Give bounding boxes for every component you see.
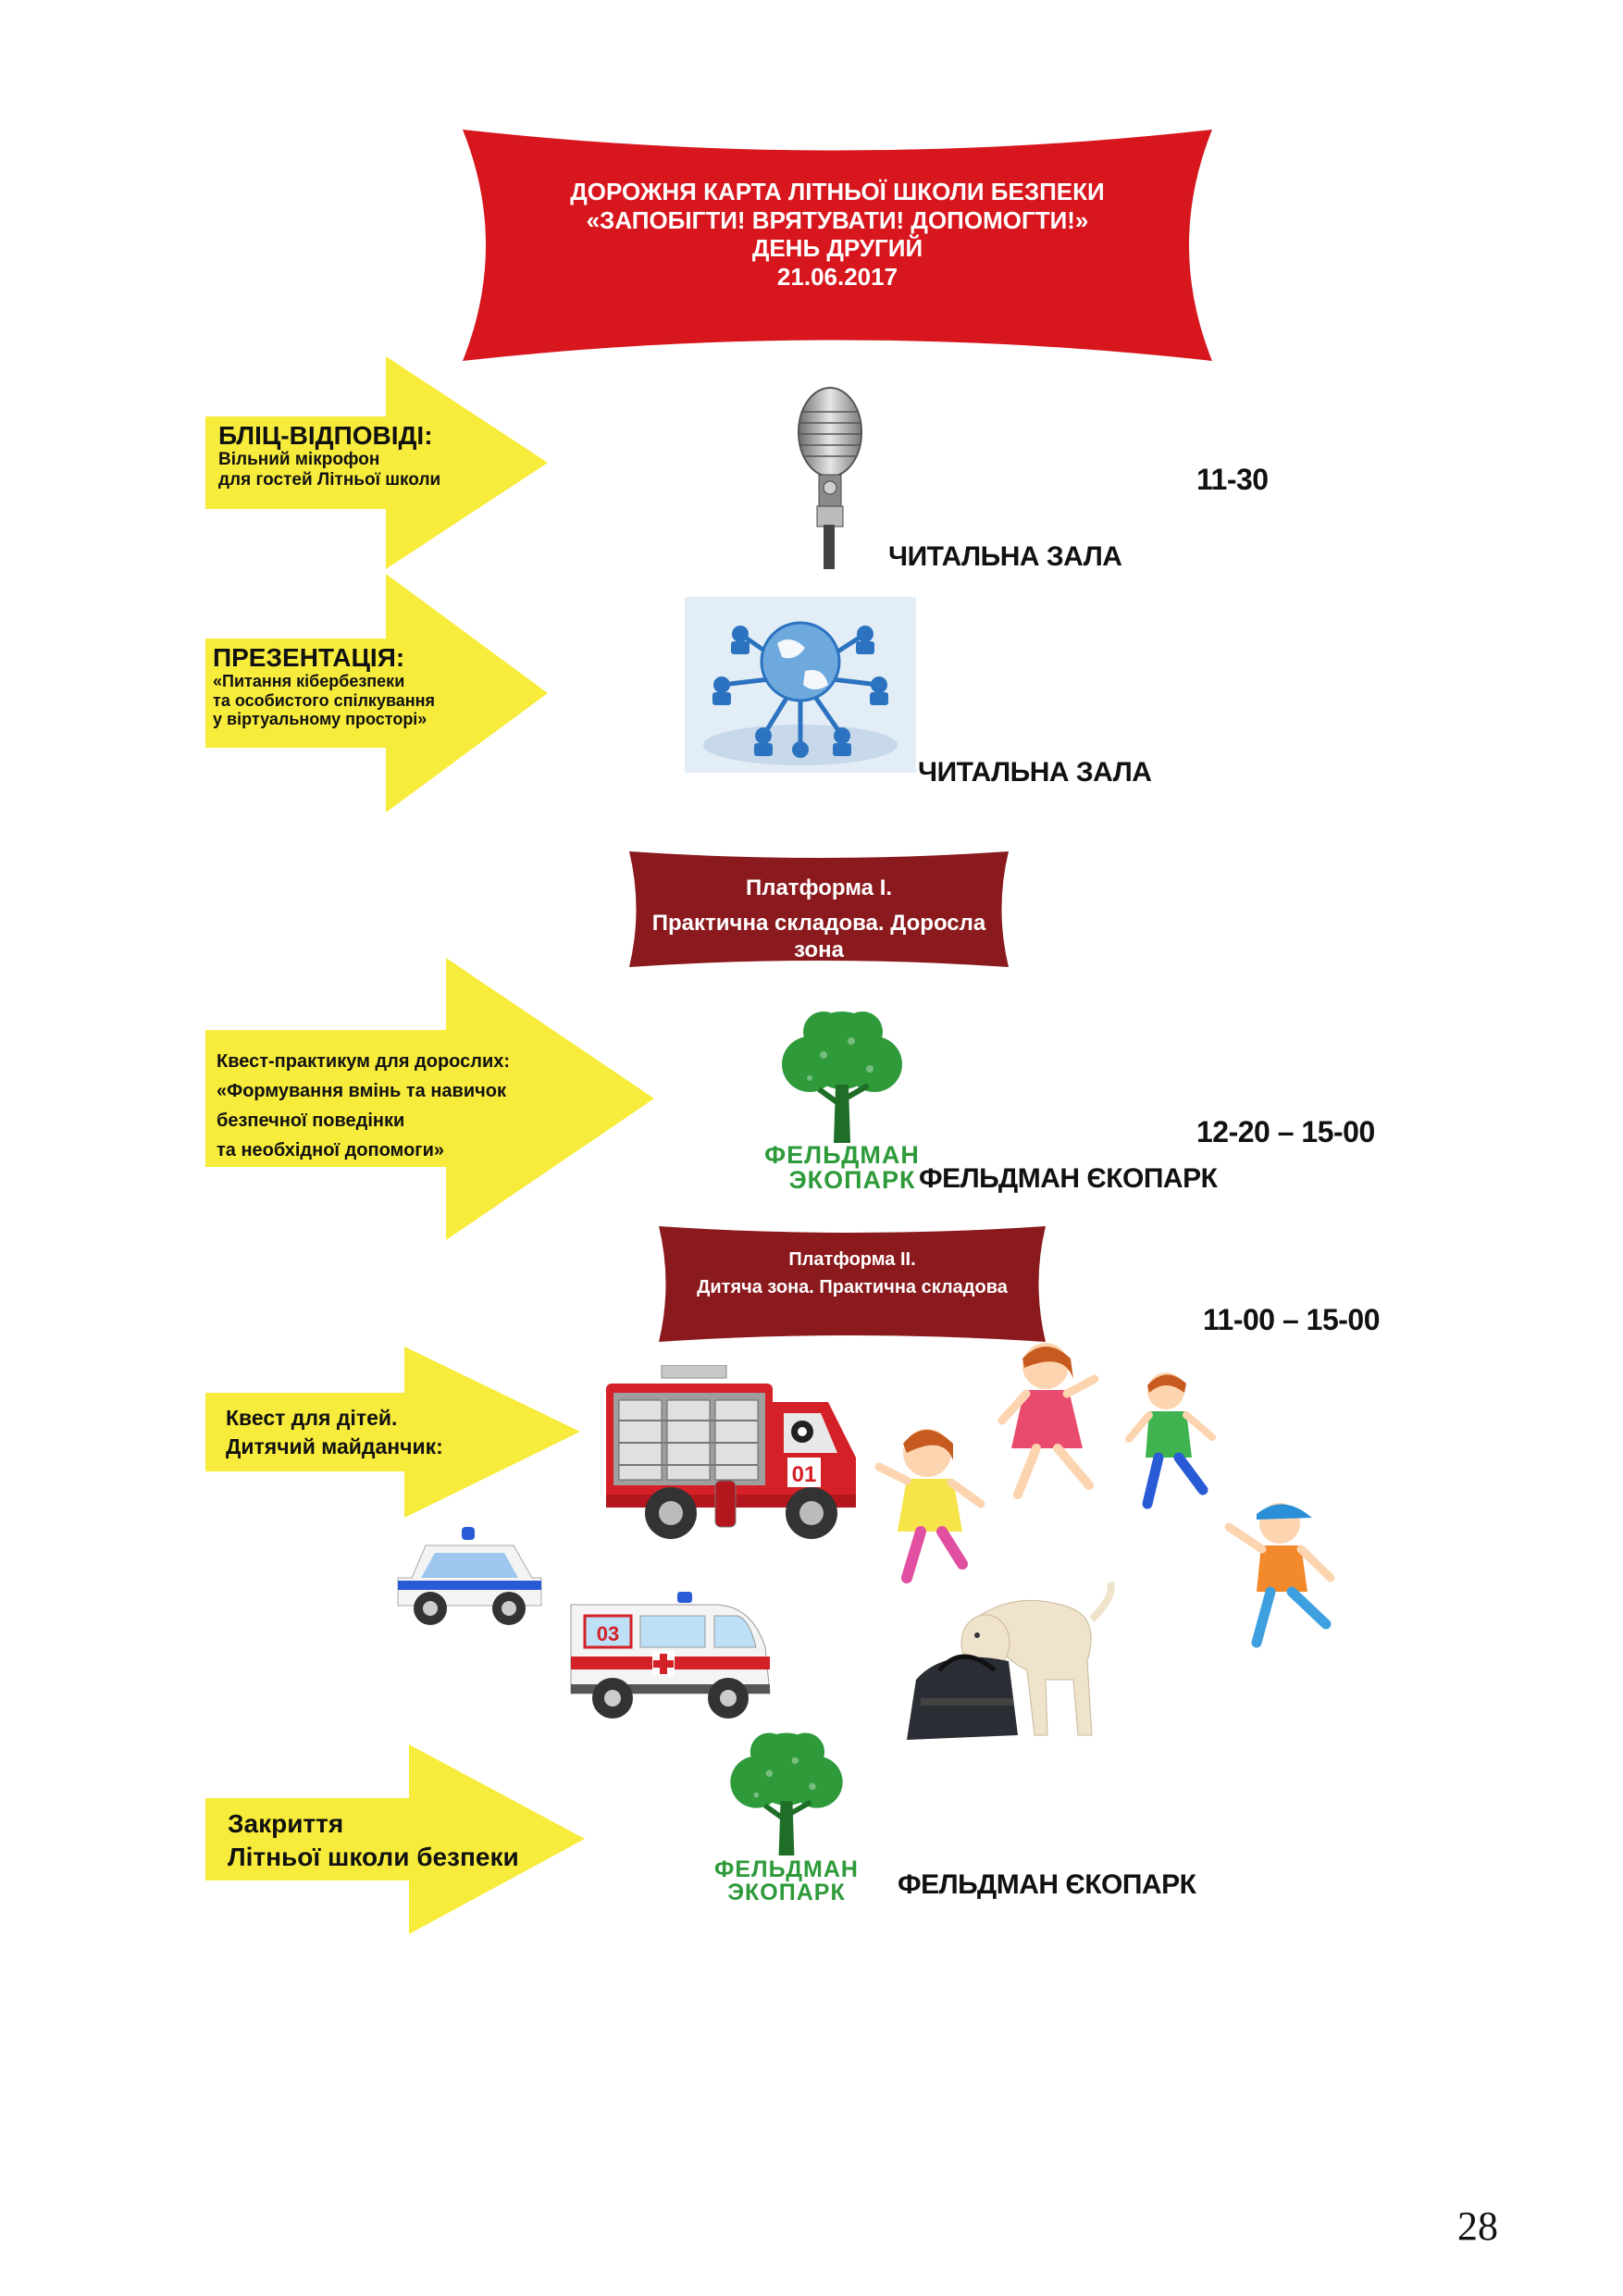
blitz-venue: ЧИТАЛЬНА ЗАЛА [888,541,1122,572]
platform1-line1: Платформа І. [745,875,893,900]
ambulance-icon: 03 [566,1592,774,1731]
sniffer-dog-icon [888,1578,1129,1754]
ambulance-number: 03 [597,1622,619,1645]
quest-adults-line4: та необхідної допомоги» [217,1140,445,1160]
quest-kids-line2: Дитячий майданчик: [226,1434,443,1459]
banner-date: 21.06.2017 [776,263,898,292]
running-boy-green-icon [1120,1365,1221,1513]
quest-adults-arrow: Квест-практикум для дорослих: «Формуванн… [205,958,654,1240]
quest-kids-arrow: Квест для дітей. Дитячий майданчик: [205,1347,580,1518]
yellow-arrow-shape [205,356,548,569]
ecopark-logo-line2: ЭКОПАРК [788,1166,916,1194]
ecopark-logo-2-line2: ЭКОПАРК [727,1880,846,1905]
yellow-arrow-shape [205,574,548,813]
yellow-arrow-shape [205,1744,585,1934]
ecopark-logo: ФЕЛЬДМАН ЭКОПАРК [759,1004,925,1193]
tree-icon [730,1732,843,1858]
platform2-line2: Дитяча зона. Практична складова [697,1276,1008,1297]
closing-line1: Закриття [228,1809,344,1838]
banner-day: ДЕНЬ ДРУГИЙ [751,234,923,263]
quest-adults-line2: «Формування вмінь та навичок [217,1081,506,1101]
blitz-arrow: БЛІЦ-ВІДПОВІДІ: Вільний мікрофон для гос… [205,356,548,569]
presentation-arrow: ПРЕЗЕНТАЦІЯ: «Питання кібербезпеки та ос… [205,574,548,813]
blitz-line1: Вільний мікрофон [218,450,380,470]
platform2-time: 11-00 – 15-00 [1203,1303,1381,1336]
quest-adults-time: 12-20 – 15-00 [1196,1115,1375,1148]
banner-shape [463,130,1212,361]
yellow-arrow-shape [205,958,654,1240]
quest-adults-venue: ФЕЛЬДМАН ЄКОПАРК [919,1163,1218,1194]
running-girl-icon [870,1416,995,1592]
platform2-banner: Платформа ІІ. Дитяча зона. Практична скл… [659,1226,1046,1342]
page-number: 28 [1457,2203,1498,2249]
ecopark-logo-2-line1: ФЕЛЬДМАН [714,1856,859,1882]
fire-truck-number: 01 [792,1462,817,1487]
quest-kids-line1: Квест для дітей. [226,1406,398,1430]
police-car-icon [393,1527,546,1629]
globe-network-icon [685,597,916,773]
yellow-arrow-shape [205,1347,580,1518]
closing-venue: ФЕЛЬДМАН ЄКОПАРК [898,1869,1196,1900]
blitz-heading: БЛІЦ-ВІДПОВІДІ: [218,421,433,450]
presentation-line1: «Питання кібербезпеки [213,672,405,691]
banner-title-line1: ДОРОЖНЯ КАРТА ЛІТНЬОЇ ШКОЛИ БЕЗПЕКИ [570,178,1105,205]
closing-line2: Літньої школи безпеки [228,1843,519,1872]
platform1-banner: Платформа І. Практична складова. Доросла… [629,851,1009,967]
fire-truck-icon: 01 [606,1364,865,1550]
microphone-icon [782,384,874,569]
presentation-line3: у віртуальному просторі» [213,709,427,728]
ecopark-logo-2: ФЕЛЬДМАН ЭКОПАРК [708,1726,865,1905]
platform1-line2: Практична складова. Доросла зона [651,911,986,962]
quest-adults-line3: безпечної поведінки [217,1111,405,1131]
running-girl-pink-icon [985,1333,1106,1508]
presentation-heading: ПРЕЗЕНТАЦІЯ: [213,643,405,672]
ecopark-logo-line1: ФЕЛЬДМАН [764,1141,920,1169]
banner-title-line2: «ЗАПОБІГТИ! ВРЯТУВАТИ! ДОПОМОГТИ!» [586,205,1089,234]
blitz-line2: для гостей Літньої школи [218,469,441,490]
closing-arrow: Закриття Літньої школи безпеки [205,1744,585,1934]
title-banner: ДОРОЖНЯ КАРТА ЛІТНЬОЇ ШКОЛИ БЕЗПЕКИ «ЗАП… [463,130,1212,361]
presentation-venue: ЧИТАЛЬНА ЗАЛА [918,757,1152,788]
platform2-line1: Платформа ІІ. [788,1249,916,1270]
running-boy-orange-icon [1220,1490,1340,1652]
blitz-time: 11-30 [1196,463,1269,496]
quest-adults-line1: Квест-практикум для дорослих: [217,1051,511,1072]
tree-icon [782,1011,902,1146]
presentation-line2: та особистого спілкування [213,690,436,710]
